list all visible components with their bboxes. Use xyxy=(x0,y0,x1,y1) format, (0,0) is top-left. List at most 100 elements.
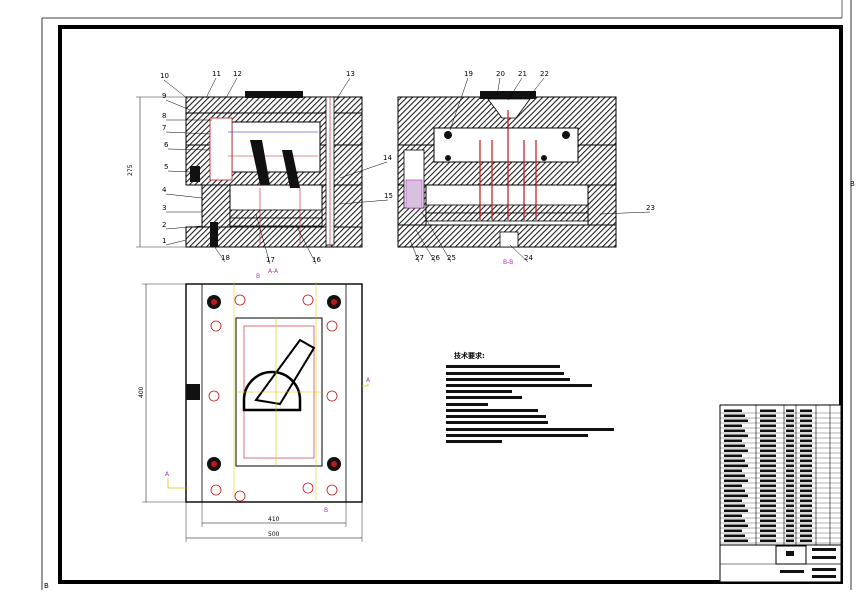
callout-label-11: 11 xyxy=(212,70,221,78)
parts-list-cell-mark xyxy=(760,409,776,412)
parts-list-cell-mark xyxy=(724,464,748,467)
callout-4: 4 xyxy=(162,186,203,199)
parts-list-cell-mark xyxy=(800,529,812,532)
parts-list-cell-mark xyxy=(760,424,776,427)
callout-13: 13 xyxy=(335,70,355,101)
parts-list-cell-mark xyxy=(800,504,812,507)
parts-list-cell-mark xyxy=(786,414,794,417)
callout-19: 19 xyxy=(449,70,473,131)
plan-mark-a-left: A xyxy=(165,471,170,478)
callout-18: 18 xyxy=(213,245,230,263)
callout-leader-22 xyxy=(529,77,545,97)
parts-list-cell-mark xyxy=(724,489,745,492)
parts-list-cell-mark xyxy=(760,449,776,452)
parts-list-cell-mark xyxy=(800,439,812,442)
parts-list-cell-mark xyxy=(724,444,745,447)
callout-label-20: 20 xyxy=(496,70,505,78)
sheet-border: B B xyxy=(41,0,855,590)
callout-12: 12 xyxy=(225,70,242,99)
callout-leader-7 xyxy=(165,131,211,135)
parts-list-cell-mark xyxy=(724,469,742,472)
callout-7: 7 xyxy=(162,124,211,135)
parts-list-cell-mark xyxy=(724,534,745,537)
callout-label-17: 17 xyxy=(266,256,275,264)
callout-leader-11 xyxy=(205,77,217,99)
callout-leader-26 xyxy=(415,229,436,263)
callout-leader-9 xyxy=(165,99,191,111)
parts-list-cell-mark xyxy=(724,529,742,532)
callout-label-27: 27 xyxy=(415,254,424,262)
callout-label-26: 26 xyxy=(431,254,440,262)
side-section-mark: B-B xyxy=(503,259,513,266)
parts-list-cell-mark xyxy=(760,434,776,437)
parts-list-cell-mark xyxy=(724,519,745,522)
parts-list-cell-mark xyxy=(786,459,794,462)
callout-17: 17 xyxy=(255,213,275,265)
callout-20: 20 xyxy=(496,70,505,97)
parts-list-cell-mark xyxy=(724,484,742,487)
parts-list-cell-mark xyxy=(724,429,745,432)
parts-list-cell-mark xyxy=(786,424,794,427)
parts-list-cell-mark xyxy=(800,474,812,477)
parts-list-cell-mark xyxy=(760,509,776,512)
callout-label-9: 9 xyxy=(162,92,166,100)
parts-list-cell-mark xyxy=(786,429,794,432)
callout-27: 27 xyxy=(409,239,424,263)
parts-list-cell-mark xyxy=(786,484,794,487)
parts-list-cell-mark xyxy=(724,514,742,517)
callout-label-4: 4 xyxy=(162,186,167,194)
parts-list-cell-mark xyxy=(800,419,812,422)
parts-list-cell-mark xyxy=(724,414,745,417)
plan-section-mark-aa: A-A xyxy=(268,268,279,275)
callout-leader-6 xyxy=(167,148,211,151)
parts-list-cell-mark xyxy=(724,459,745,462)
callout-label-2: 2 xyxy=(162,221,166,229)
callout-26: 26 xyxy=(415,229,440,263)
parts-list-cell-mark xyxy=(800,464,812,467)
callout-5: 5 xyxy=(164,163,191,173)
parts-list-cell-mark xyxy=(760,489,776,492)
front-section-view: 2 7 5 xyxy=(127,91,363,248)
callout-8: 8 xyxy=(162,112,212,121)
callout-3: 3 xyxy=(162,204,202,213)
parts-list-cell-mark xyxy=(760,534,776,537)
parts-list-cell-mark xyxy=(800,494,812,497)
parts-list-cell-mark xyxy=(800,519,812,522)
parts-list-cell-mark xyxy=(786,409,794,412)
parts-list-cell-mark xyxy=(760,464,776,467)
callout-label-22: 22 xyxy=(540,70,549,78)
dim-front-height: 275 xyxy=(127,164,134,176)
parts-list-cell-mark xyxy=(786,489,794,492)
callout-label-15: 15 xyxy=(384,192,393,200)
parts-list-cell-mark xyxy=(786,519,794,522)
callout-1: 1 xyxy=(162,237,187,246)
callout-leader-14 xyxy=(339,161,388,179)
callout-leader-5 xyxy=(167,170,191,173)
parts-list-cell-mark xyxy=(724,454,742,457)
plan-mark-a-right: A xyxy=(366,377,371,384)
callout-leader-20 xyxy=(496,77,501,97)
parts-list-cell-mark xyxy=(760,499,776,502)
callout-label-18: 18 xyxy=(221,254,230,262)
plan-holes xyxy=(207,294,341,502)
parts-list-cell-mark xyxy=(800,444,812,447)
parts-list-cell-mark xyxy=(724,479,748,482)
callout-6: 6 xyxy=(164,141,211,151)
plan-mark-b-bottom: B xyxy=(324,507,328,514)
callout-leader-18 xyxy=(213,245,226,263)
callout-label-6: 6 xyxy=(164,141,169,149)
parts-list-cell-mark xyxy=(760,439,776,442)
callout-label-5: 5 xyxy=(164,163,168,171)
parts-list-cell-mark xyxy=(800,534,812,537)
callout-23: 23 xyxy=(599,204,655,215)
callout-label-3: 3 xyxy=(162,204,166,212)
callout-leader-4 xyxy=(165,193,203,199)
callout-label-14: 14 xyxy=(383,154,392,162)
parts-list-cell-mark xyxy=(800,509,812,512)
parts-list-cell-mark xyxy=(760,529,776,532)
callout-leader-21 xyxy=(507,77,523,101)
parts-list-cell-mark xyxy=(760,514,776,517)
parts-list-cell-mark xyxy=(786,499,794,502)
